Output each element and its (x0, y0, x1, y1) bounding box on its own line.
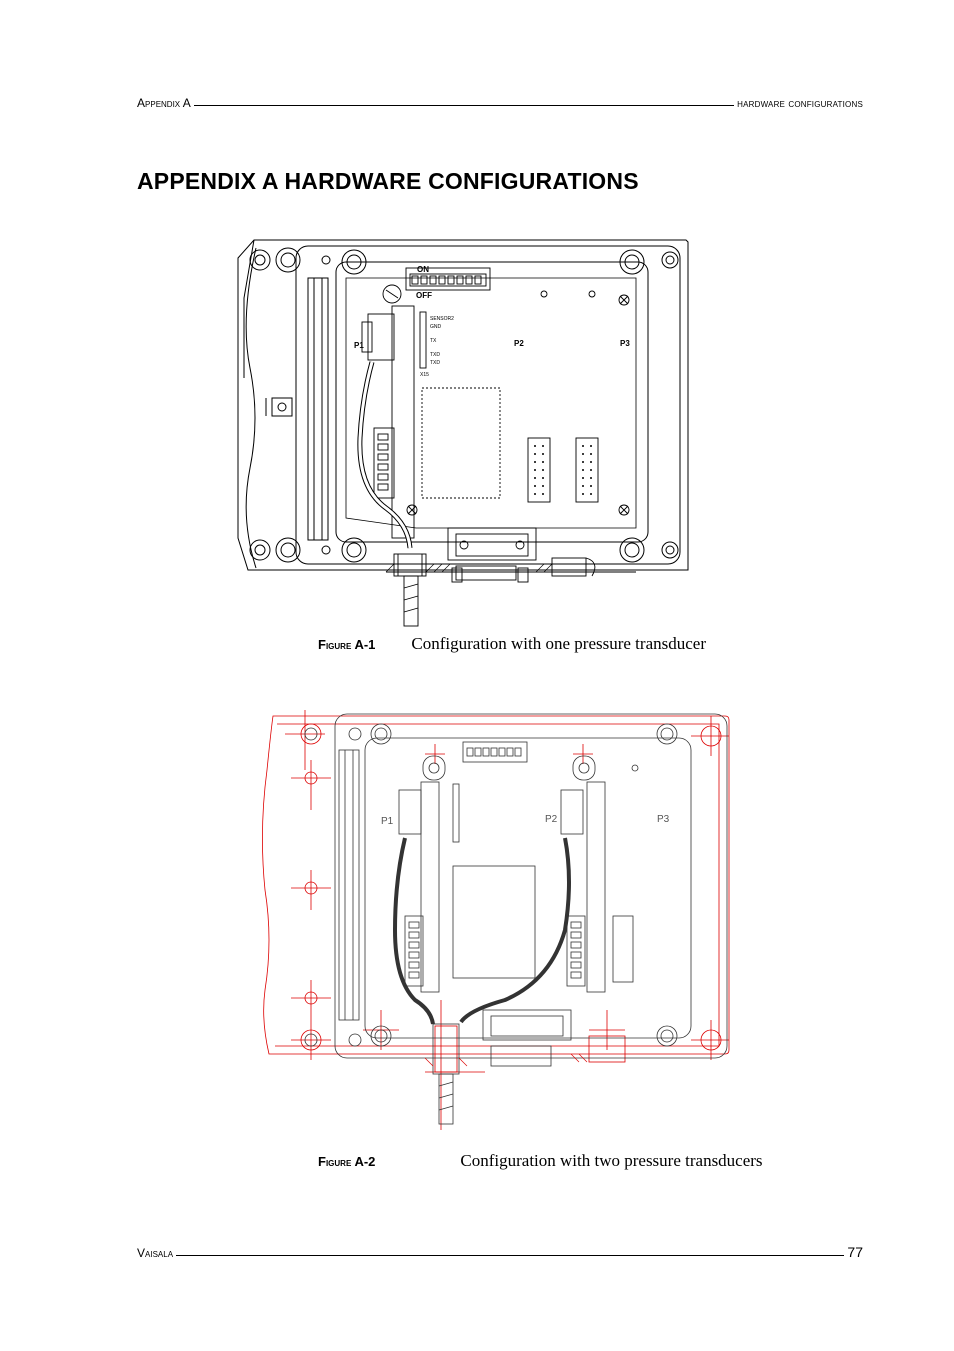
svg-text:TX: TX (430, 338, 437, 344)
svg-text:TXD: TXD (430, 352, 440, 358)
page-title: APPENDIX A HARDWARE CONFIGURATIONS (137, 168, 639, 194)
switch-on-label: ON (417, 265, 429, 274)
page-header: Appendix A hardware configurations (137, 90, 863, 110)
page-footer: Vaisala 77 (137, 1240, 863, 1260)
header-chapter-title: hardware configurations (737, 98, 863, 110)
figure-a2-caption-text: Configuration with two pressure transduc… (460, 1151, 763, 1170)
figure-a2-caption: Figure A-2 Configuration with two pressu… (318, 1151, 763, 1171)
footer-rule (176, 1254, 845, 1256)
figure-a2-drawing: P1 P2 P3 (255, 710, 730, 1130)
figure-a1-caption-text: Configuration with one pressure transduc… (411, 634, 706, 653)
figure-a1-caption: Figure A-1 Configuration with one pressu… (318, 634, 706, 654)
fig2-port-p1-label: P1 (381, 816, 394, 827)
footer-company: Vaisala (137, 1246, 174, 1260)
port-p2-label: P2 (514, 339, 524, 348)
figure-a2-label: Figure A-2 (318, 1154, 376, 1169)
switch-off-label: OFF (416, 291, 432, 300)
fig2-port-p3-label: P3 (657, 814, 670, 825)
header-rule (193, 104, 735, 106)
fig2-port-p2-label: P2 (545, 814, 558, 825)
svg-text:SENSOR2: SENSOR2 (430, 316, 454, 322)
port-p3-label: P3 (620, 339, 630, 348)
svg-text:TXD: TXD (430, 360, 440, 366)
svg-text:GND: GND (430, 324, 442, 330)
svg-text:X15: X15 (420, 372, 429, 378)
port-p1-label: P1 (354, 341, 364, 350)
page-number: 77 (847, 1244, 863, 1260)
figure-a1-label: Figure A-1 (318, 637, 376, 652)
header-section-title: Appendix A (137, 96, 191, 110)
